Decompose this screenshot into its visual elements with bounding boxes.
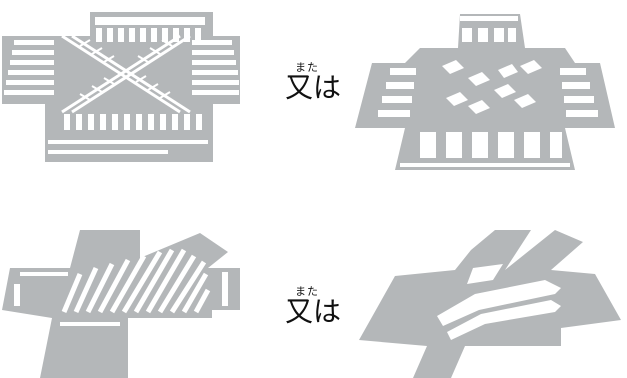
or-connector-top: また 又は: [285, 62, 355, 108]
connector-text: 又は: [285, 295, 342, 328]
diagonal-blocks: [442, 60, 542, 114]
x-scramble-crosswalk-diagram: [0, 0, 250, 170]
connector-text: 又は: [285, 71, 342, 104]
right-blocks: [560, 68, 598, 117]
left-blocks: [378, 68, 416, 117]
connector-ruby: また: [295, 61, 319, 74]
road-surface: [2, 12, 240, 162]
top-blocks: [462, 28, 516, 42]
crossing-band-svg: [359, 230, 621, 378]
road-surface: [2, 230, 240, 378]
bottom-zebra: [64, 114, 202, 130]
crossing-bands: [437, 280, 561, 340]
x-scramble-svg: [2, 12, 240, 162]
crossing-band-crosswalk-diagram: [355, 228, 623, 378]
diagonal-block-svg: [355, 14, 615, 170]
hatch-stripes: [61, 248, 211, 314]
x-diagonals: [61, 34, 191, 114]
x-hatching: [79, 39, 173, 101]
bottom-blocks: [420, 132, 562, 158]
skewed-hatched-crosswalk-diagram: [0, 228, 250, 378]
road-surface: [355, 14, 615, 170]
diagonal-block-crosswalk-diagram: [350, 8, 620, 178]
right-zebra: [192, 40, 239, 95]
side-bars: [14, 272, 228, 306]
top-zebra: [96, 28, 201, 42]
skewed-hatched-svg: [2, 230, 240, 378]
left-zebra: [4, 40, 54, 95]
connector-ruby: また: [295, 285, 319, 298]
or-connector-bottom: また 又は: [285, 286, 355, 332]
